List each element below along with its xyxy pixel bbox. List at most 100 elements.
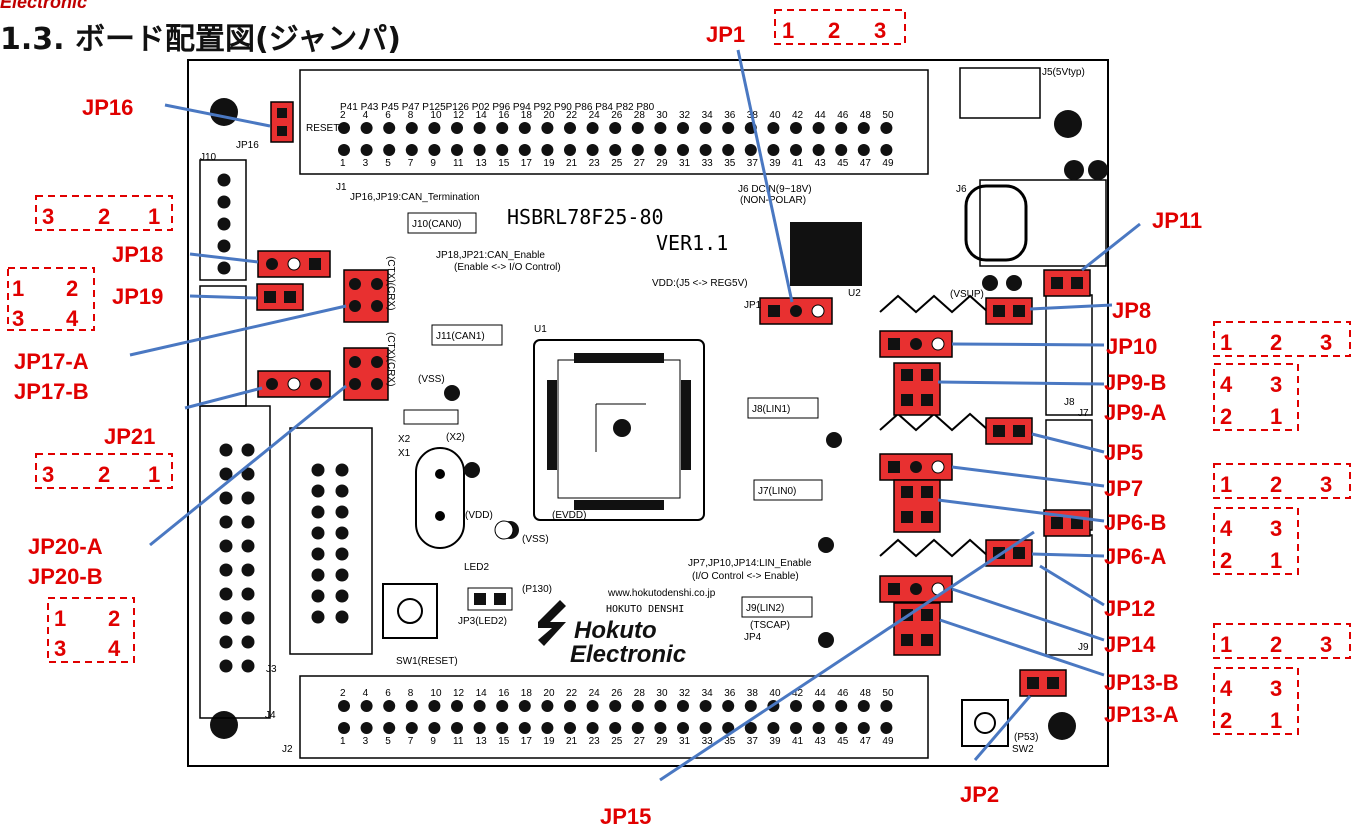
j1-pin-number: 15 xyxy=(498,158,510,169)
j2-pin-number: 35 xyxy=(724,736,736,747)
j3-pin xyxy=(335,463,349,477)
j1-pin xyxy=(677,122,689,134)
j1-pin xyxy=(654,122,667,134)
mount-hole xyxy=(210,711,238,739)
j1-pin xyxy=(812,122,825,134)
j2-pin-number: 2 xyxy=(340,688,346,699)
j2-pin xyxy=(518,722,531,734)
j5-label: J5(5Vtyp) xyxy=(1042,67,1085,78)
j2-pin xyxy=(767,722,780,734)
j2-pin-number: 22 xyxy=(566,688,578,699)
evdd-label: (EVDD) xyxy=(552,510,586,521)
callout-jp5: JP5 xyxy=(1104,440,1143,465)
j2-pin-number: 50 xyxy=(882,688,894,699)
j1-pin-number: 5 xyxy=(385,158,391,169)
j2-pin xyxy=(428,700,441,712)
j1-pin-number: 1 xyxy=(340,158,346,169)
legend-pin-number: 3 xyxy=(874,18,886,43)
jp21-jumper xyxy=(257,370,331,398)
j1-pin xyxy=(880,122,893,134)
j1-header: P41 P43 P45 P47 P125P126 P02 P96 P94 P92… xyxy=(299,69,929,193)
j1-pin-number: 4 xyxy=(363,110,369,121)
callout-jp9a: JP9-A xyxy=(1104,400,1166,425)
j2-pin xyxy=(360,722,373,734)
j3-connector xyxy=(289,427,373,655)
legend-pin-number: 3 xyxy=(1270,372,1282,397)
j4-pin xyxy=(241,539,255,553)
x2-label: X2 xyxy=(398,434,411,445)
j9-lin2-box xyxy=(741,596,813,618)
jp2-jumper xyxy=(1019,669,1067,697)
j3-pin xyxy=(335,589,349,603)
p53-label: (P53) xyxy=(1014,732,1038,743)
j2-pin xyxy=(699,722,712,734)
j4-pin xyxy=(219,587,233,601)
logo-line2: Electronic xyxy=(570,641,686,668)
jp20-ctx-label: (CTX)(CRX) xyxy=(385,332,396,386)
legend-box-jp6 xyxy=(1213,507,1299,575)
sw1-switch xyxy=(382,583,438,639)
legend-pin-number: 3 xyxy=(1270,676,1282,701)
j1-pin xyxy=(518,122,531,134)
j2-label: J2 xyxy=(282,744,293,755)
legend-pin-number: 4 xyxy=(1220,516,1233,541)
callout-jp16: JP16 xyxy=(82,95,133,120)
legend-pin-number: 1 xyxy=(1270,404,1282,429)
note-can-enable: JP18,JP21:CAN_Enable xyxy=(436,250,545,261)
j2-pin xyxy=(631,722,644,734)
j1-pin xyxy=(383,122,396,134)
j1-pin-number: 45 xyxy=(837,158,849,169)
callout-jp10: JP10 xyxy=(1106,334,1157,359)
j1-pin xyxy=(631,122,644,134)
j1-pin-number: 2 xyxy=(340,110,346,121)
crystal-x2 xyxy=(403,409,459,425)
j1-pin xyxy=(383,144,396,156)
j11-can1-label: J11(CAN1) xyxy=(436,331,485,342)
j8-lin1-box xyxy=(747,397,819,419)
j2-pin xyxy=(541,700,554,712)
j4-pin xyxy=(241,611,255,625)
j2-pin-number: 23 xyxy=(589,736,601,747)
j2-pin-number: 44 xyxy=(815,688,827,699)
j3-pin xyxy=(335,568,349,582)
j1-pin-number: 18 xyxy=(521,110,533,121)
j1-pin xyxy=(835,122,848,134)
j1-pin-number: 32 xyxy=(679,110,691,121)
jp6-jumper xyxy=(893,479,941,533)
jp13-jumper xyxy=(893,602,941,656)
j2-pin xyxy=(360,700,373,712)
jp20-jumper xyxy=(343,347,389,401)
j2-pin-number: 16 xyxy=(498,688,510,699)
j8-label: J8 xyxy=(1064,397,1075,408)
j1-pin xyxy=(812,144,825,156)
note-lin-enable-sub: (I/O Control <-> Enable) xyxy=(692,571,799,582)
j3-pin xyxy=(335,610,349,624)
j1-pin-number: 40 xyxy=(769,110,781,121)
j3-pin xyxy=(311,610,325,624)
j1-pin xyxy=(541,144,554,156)
j1-pin xyxy=(654,144,667,156)
legend-pin-number: 3 xyxy=(54,636,66,661)
j4-pin xyxy=(219,443,233,457)
jp5-jumper xyxy=(985,417,1033,445)
page-title: 1.3. ボード配置図(ジャンパ) xyxy=(0,22,401,57)
reset-pin-label: RESET xyxy=(306,123,339,134)
j5-connector xyxy=(959,67,1041,119)
j3-pin xyxy=(335,547,349,561)
j10-pin xyxy=(217,173,231,187)
j1-pin-number: 7 xyxy=(408,158,414,169)
pad xyxy=(435,511,445,521)
j1-label: J1 xyxy=(336,182,347,193)
j2-pin-number: 13 xyxy=(476,736,488,747)
xt-vss-label: (VSS) xyxy=(418,374,445,385)
jp1-silk: JP1 xyxy=(744,300,762,311)
j1-pin-number: 33 xyxy=(702,158,714,169)
pad xyxy=(1006,275,1022,291)
j1-pin xyxy=(360,144,373,156)
j4-pin xyxy=(219,563,233,577)
jp10-jumper xyxy=(879,330,953,358)
note-dcin: J6 DCIN(9~18V) xyxy=(738,184,812,195)
j2-pin xyxy=(631,700,644,712)
j2-pin xyxy=(790,722,802,734)
